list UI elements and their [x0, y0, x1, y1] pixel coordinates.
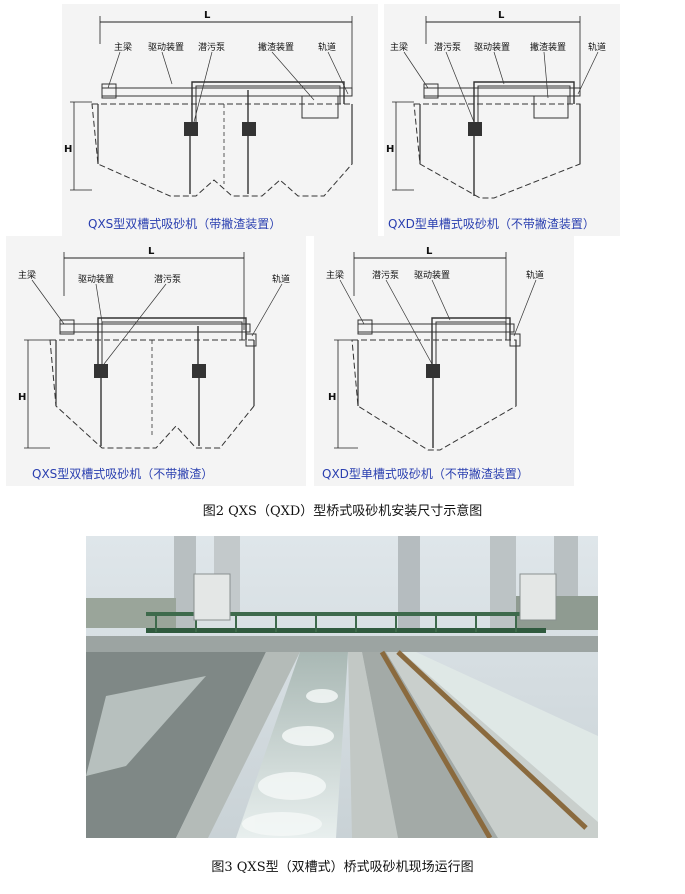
label-drive: 驱动装置 [474, 41, 510, 53]
label-main-beam: 主梁 [326, 269, 344, 281]
label-main-beam: 主梁 [18, 269, 36, 281]
dim-H-label: H [64, 144, 72, 155]
diagram-caption: QXD型单槽式吸砂机（不带撇渣装置） [388, 216, 595, 231]
diagram-caption: QXD型单槽式吸砂机（不带撇渣装置） [322, 466, 529, 481]
label-rail: 轨道 [318, 41, 336, 53]
label-skimmer: 撇渣装置 [530, 41, 566, 53]
figure2-caption: 图2 QXS（QXD）型桥式吸砂机安装尺寸示意图 [202, 504, 483, 519]
label-pump: 潜污泵 [372, 269, 399, 281]
dim-L-label: L [498, 10, 505, 21]
dim-L-label: L [426, 246, 433, 257]
dim-H-label: H [386, 144, 394, 155]
label-pump: 潜污泵 [434, 41, 461, 53]
label-drive: 驱动装置 [414, 269, 450, 281]
diagram-qxs-double-noskimmer: L H 主梁 驱动装置 潜污泵 轨道 QXS型双槽式吸砂机（不带撇渣） [6, 236, 306, 486]
label-main-beam: 主梁 [390, 41, 408, 53]
dim-L-label: L [148, 246, 155, 257]
label-rail: 轨道 [588, 41, 606, 53]
diagram-qxd-single-noskimmer: L H 主梁 潜污泵 驱动装置 轨道 QXD型单槽式吸砂机（不带撇渣装置） [314, 236, 574, 486]
label-main-beam: 主梁 [114, 41, 132, 53]
diagram-caption: QXS型双槽式吸砂机（不带撇渣） [32, 466, 213, 481]
label-pump: 潜污泵 [154, 273, 181, 285]
label-rail: 轨道 [526, 269, 544, 281]
site-photo [86, 536, 598, 838]
figure3-caption: 图3 QXS型（双槽式）桥式吸砂机现场运行图 [211, 860, 474, 875]
dim-H-label: H [328, 392, 336, 403]
label-rail: 轨道 [272, 273, 290, 285]
dim-L-label: L [204, 10, 211, 21]
diagram-qxd-single: L H 主梁 潜污泵 驱动装置 撇渣装置 轨道 QXD型单槽式吸砂机（不带撇渣装… [384, 4, 620, 236]
diagram-caption: QXS型双槽式吸砂机（带撇渣装置） [88, 216, 281, 231]
label-skimmer: 撇渣装置 [258, 41, 294, 53]
label-drive: 驱动装置 [78, 273, 114, 285]
label-drive: 驱动装置 [148, 41, 184, 53]
dim-H-label: H [18, 392, 26, 403]
diagram-qxs-double-skimmer: L H 主梁 驱动装置 潜污泵 撇渣装置 轨道 QXS型双槽式吸砂机（带撇渣装置… [62, 4, 378, 236]
label-pump: 潜污泵 [198, 41, 225, 53]
